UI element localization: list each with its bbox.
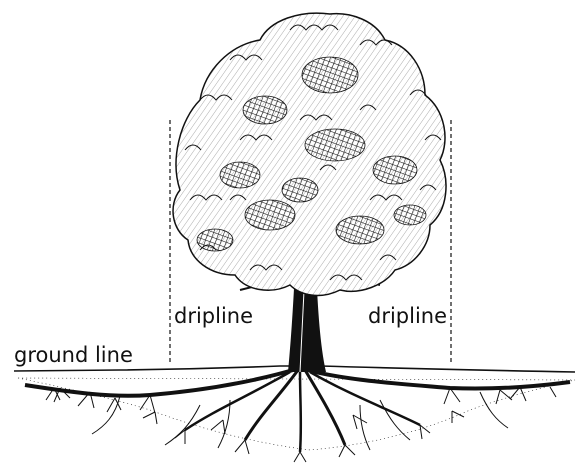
tree-canopy (172, 12, 447, 297)
dripline-label-right: dripline (366, 304, 450, 328)
ground-line-label: ground line (14, 343, 133, 367)
root-zone (17, 366, 576, 463)
dripline-label-left: dripline (172, 304, 256, 328)
